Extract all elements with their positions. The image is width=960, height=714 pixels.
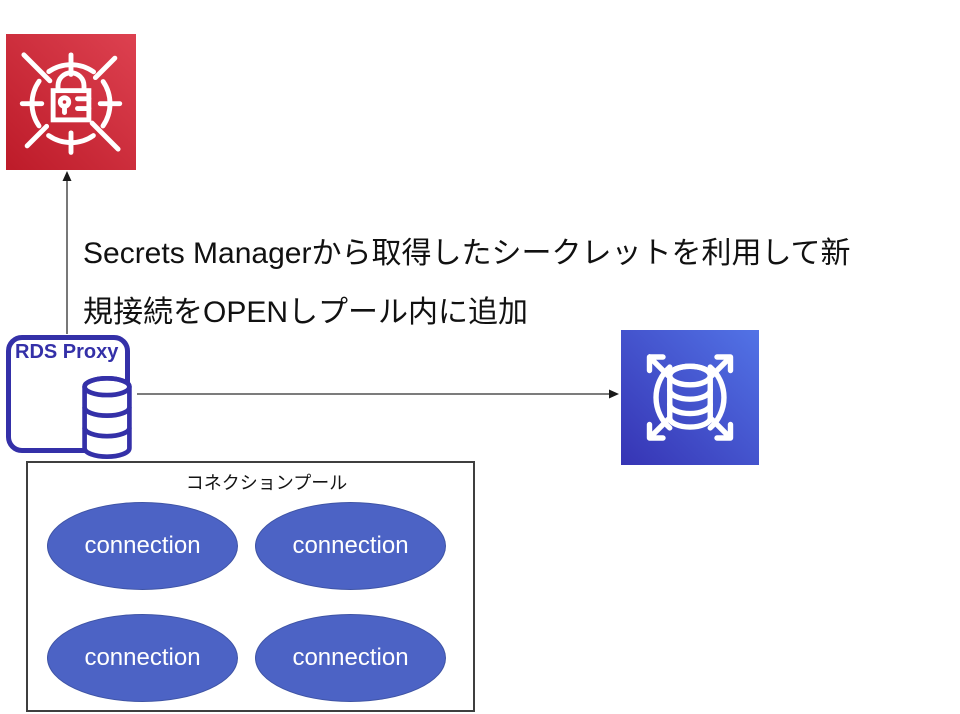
annotation-text: Secrets Managerから取得したシークレットを利用して新 規接続をOP…: [83, 224, 851, 342]
secrets-manager-icon: [6, 34, 136, 170]
annotation-line-2: 規接続をOPENしプール内に追加: [83, 296, 529, 329]
rds-proxy-label: RDS Proxy: [15, 341, 119, 363]
database-cylinder-glyph: [82, 375, 132, 460]
database-icon: [79, 375, 135, 460]
connection-ellipse: connection: [47, 614, 238, 702]
connection-ellipse: connection: [255, 614, 446, 702]
connection-ellipse: connection: [255, 502, 446, 590]
connection-pool-title: コネクションプール: [185, 473, 348, 493]
rds-proxy-service-icon: [621, 330, 759, 465]
connection-pool-box: コネクションプール connection connection connecti…: [26, 461, 475, 712]
lock-target-glyph: [19, 52, 123, 155]
connection-ellipse: connection: [47, 502, 238, 590]
annotation-line-1: Secrets Managerから取得したシークレットを利用して新: [83, 237, 851, 270]
rds-proxy-glyph: [646, 354, 734, 441]
